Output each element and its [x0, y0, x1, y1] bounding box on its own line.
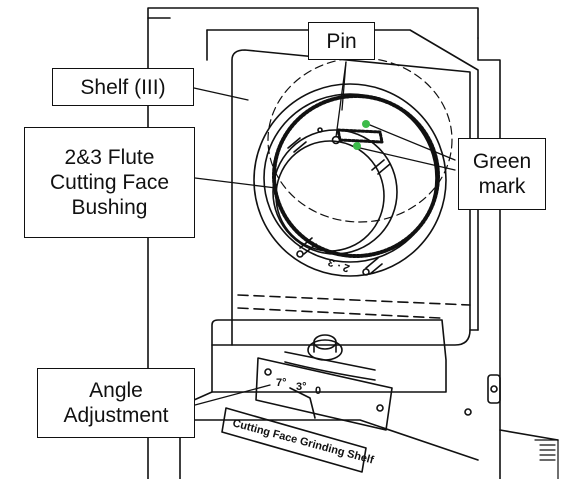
green-mark-callout: Green mark: [458, 138, 546, 210]
bushing-bore: [275, 140, 385, 252]
leader-shelf: [193, 87, 249, 101]
shelf-callout: Shelf (III): [52, 68, 194, 106]
leader-green-1: [369, 124, 456, 161]
pin-callout: Pin: [308, 22, 375, 60]
name-plate: [221, 407, 367, 473]
frame-side-panel: [477, 37, 501, 479]
angle-scale-3: 3°: [296, 381, 307, 393]
leader-bushing: [194, 177, 277, 189]
machine-frame: [147, 7, 479, 479]
green-mark-2: [353, 142, 361, 150]
adjust-slot: [284, 351, 376, 371]
angle-scale-7: 7°: [276, 377, 287, 389]
leader-green-2: [359, 147, 456, 171]
leader-pin-2: [341, 61, 347, 111]
bushing-pins: [287, 137, 391, 276]
green-mark-1: [362, 120, 370, 128]
angle-pointer: [289, 387, 316, 419]
angle-scale-0: 0: [315, 385, 321, 397]
angle-scale-plate: [255, 357, 393, 431]
side-vent: [534, 439, 559, 479]
name-plate-text: Cutting Face Grinding Shelf: [231, 417, 375, 466]
adjust-knob-top: [313, 334, 337, 350]
shelf-dashed-line-1: [237, 294, 471, 306]
base-block: [211, 319, 447, 393]
leader-angle: [194, 384, 271, 406]
flute-mark-label: 2 · 3: [327, 255, 352, 274]
bushing-inner-ring: [272, 129, 398, 255]
side-screw: [464, 408, 472, 416]
shelf-dashed-line-2: [237, 307, 441, 319]
knurled-rim: [272, 94, 440, 258]
bushing-callout: 2&3 Flute Cutting Face Bushing: [24, 127, 195, 238]
side-latch: [487, 374, 501, 404]
bushing-outer-ring: [253, 83, 447, 277]
knurl-band: [336, 128, 384, 144]
angle-adjustment-callout: Angle Adjustment: [37, 368, 195, 438]
